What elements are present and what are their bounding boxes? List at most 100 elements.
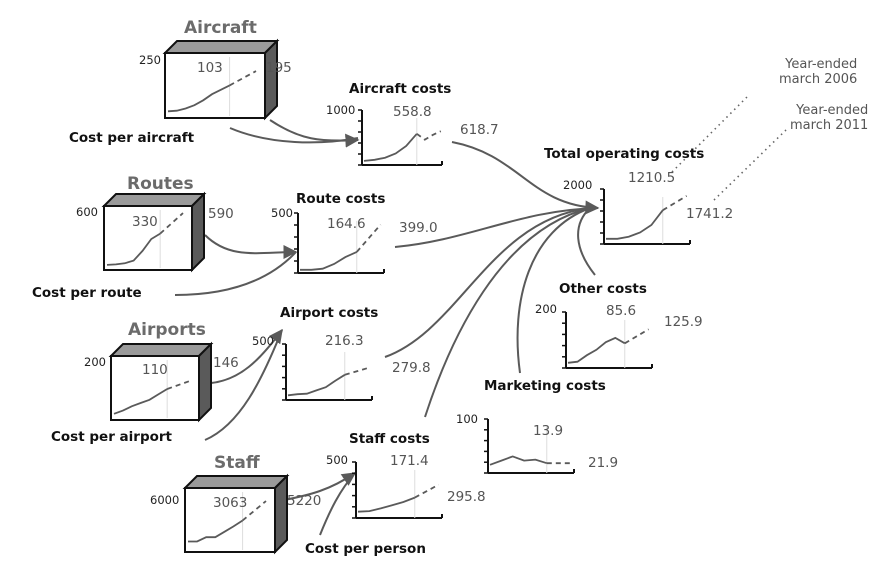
title-route-costs: Route costs [296,191,386,207]
staff-costs-axis-max: 500 [326,453,348,467]
forecast-line [344,366,369,376]
aircraft-costs-axis-max: 1000 [326,103,356,117]
caption-cost-per-person: Cost per person [305,541,426,557]
box-top-face [101,193,207,207]
forecast-line [414,483,440,499]
caption-cost-per-aircraft: Cost per aircraft [69,130,195,146]
box-side-face [264,38,278,121]
history-line [113,388,168,415]
connector-staff-costs-to-total [424,207,591,418]
history-line [606,209,664,240]
connector-routes-to-route-costs [204,234,298,260]
forecast-line [662,195,688,211]
route-costs-axis-max: 500 [271,206,293,220]
forecast-line [356,224,382,253]
driver-box-aircraft [162,38,280,121]
aircraft-costs-value-2006: 558.8 [393,104,432,120]
box-side-face [191,191,205,273]
leader-year-2011 [713,129,787,201]
cost-chart-other-costs [562,311,653,369]
forecast-line [624,328,650,345]
caption-cost-per-route: Cost per route [32,285,142,301]
history-line [567,336,626,364]
note-year-2011: Year-ended march 2011 [790,103,869,134]
connector-airports-to-airport-costs [210,328,283,384]
driver-box-airports [108,341,214,423]
cost-chart-aircraft-costs [358,109,443,166]
connector-route-costs-to-total [394,207,599,248]
connector-airport-costs-to-total [384,207,591,358]
connector-marketing-costs-to-total [516,207,591,374]
cost-chart-staff-costs [352,461,443,519]
history-line [363,133,418,162]
other-costs-axis-max: 200 [535,302,557,316]
box-side-face [198,341,212,423]
route-costs-value-2011: 399.0 [399,220,438,236]
total-costs-axis-max: 2000 [563,178,593,192]
cost-chart-airport-costs [282,343,373,401]
driver-title-routes: Routes [127,174,194,194]
other-costs-value-2006: 85.6 [606,303,637,319]
other-costs-value-2011: 125.9 [664,314,703,330]
staff-value-2006: 3063 [213,495,248,511]
driver-title-airports: Airports [128,320,206,340]
aircraft-axis-max: 250 [139,53,161,67]
marketing-costs-value-2006: 13.9 [533,423,564,439]
airport-costs-axis-max: 500 [252,334,274,348]
title-marketing-costs: Marketing costs [484,378,606,394]
routes-value-2006: 330 [132,214,158,230]
title-staff-costs: Staff costs [349,431,430,447]
driver-title-staff: Staff [214,453,260,473]
airports-axis-max: 200 [84,355,106,369]
cost-chart-marketing-costs [484,418,575,474]
history-line [106,232,161,266]
title-other-costs: Other costs [559,281,647,297]
connector-staff-to-staff-costs [283,472,357,501]
title-aircraft-costs: Aircraft costs [349,81,452,97]
staff-costs-value-2006: 171.4 [390,453,429,469]
box-top-face [182,475,290,489]
caption-cost-per-airport: Cost per airport [51,429,172,445]
connector-aircraft-to-aircraft-costs [269,119,360,148]
history-line [287,374,346,397]
box-side-face [274,473,288,555]
note-2011-line2: march 2011 [790,117,869,133]
box-front-face [103,205,193,271]
box-front-face [164,52,266,119]
box-top-face [108,343,214,357]
history-line [357,496,416,513]
note-2006-line1: Year-ended [785,57,858,72]
routes-value-2011: 590 [208,206,234,222]
leader-year-2006 [671,95,749,173]
title-total-operating-costs: Total operating costs [544,146,705,162]
staff-axis-max: 6000 [150,493,180,507]
history-line [300,251,358,271]
box-front-face [184,487,276,553]
airports-value-2011: 146 [213,355,239,371]
marketing-costs-axis-max: 100 [456,412,478,426]
connector-aircraft-costs-to-total [451,141,600,215]
note-2006-line2: march 2006 [779,71,858,87]
history-line [489,455,548,466]
aircraft-costs-value-2011: 618.7 [460,122,499,138]
forecast-line [166,380,191,390]
aircraft-value-2011: 195 [266,60,292,76]
airports-value-2006: 110 [142,362,168,378]
connector-cost-per-person [319,472,356,536]
connector-cost-per-aircraft [229,127,359,144]
total-costs-value-2006: 1210.5 [628,170,676,186]
forecast-line [416,130,442,141]
airport-costs-value-2006: 216.3 [325,333,364,349]
routes-axis-max: 600 [76,205,98,219]
history-line [167,84,231,113]
cost-chart-route-costs [294,212,385,274]
connector-cost-per-airport [204,329,283,441]
marketing-costs-value-2011: 21.9 [588,455,619,471]
box-top-face [162,40,280,54]
history-line [188,519,244,543]
title-airport-costs: Airport costs [280,305,379,321]
driver-box-staff [182,473,290,555]
route-costs-value-2006: 164.6 [327,216,366,232]
note-year-2006: Year-ended march 2006 [779,57,858,88]
